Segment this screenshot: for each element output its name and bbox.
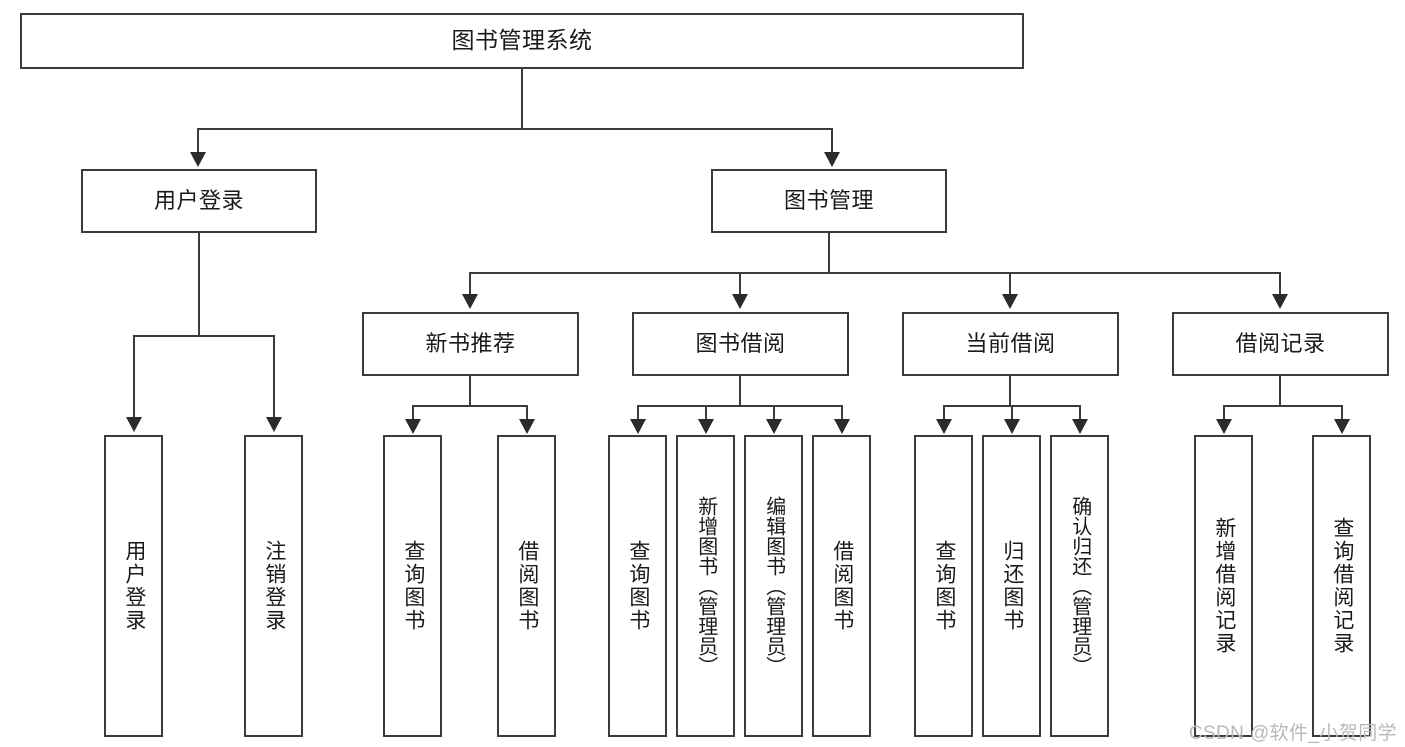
leaf-confirm-return-admin[interactable]: 确认归还（管理员）	[1050, 435, 1109, 737]
arrow-g1-to-leaf-2	[766, 419, 782, 434]
node-label: 编辑图书（管理员）	[762, 496, 785, 676]
node-book-borrow[interactable]: 图书借阅	[632, 312, 849, 376]
node-label: 新增借阅记录	[1212, 517, 1236, 655]
node-root-system[interactable]: 图书管理系统	[20, 13, 1024, 69]
arrow-g1-to-leaf-3	[834, 419, 850, 434]
connector-g1-to-leaf-3	[841, 405, 843, 421]
arrow-g0-to-leaf-0	[405, 419, 421, 434]
arrow-user-to-leaf-0	[126, 417, 142, 432]
node-new-book-recommend[interactable]: 新书推荐	[362, 312, 579, 376]
connector-book-bar	[469, 272, 1281, 274]
node-label: 查询图书	[401, 540, 425, 632]
node-label: 查询图书	[626, 540, 650, 632]
connector-g0-to-leaf-0	[412, 405, 414, 421]
arrow-g3-to-leaf-1	[1334, 419, 1350, 434]
node-label: 图书管理系统	[451, 27, 593, 54]
arrow-root-to-user	[190, 152, 206, 167]
leaf-add-borrow-record[interactable]: 新增借阅记录	[1194, 435, 1253, 737]
arrow-book-to-g0	[462, 294, 478, 309]
leaf-user-logout[interactable]: 注销登录	[244, 435, 303, 737]
leaf-query-borrow-record[interactable]: 查询借阅记录	[1312, 435, 1371, 737]
node-label: 图书借阅	[695, 331, 786, 357]
node-user-login[interactable]: 用户登录	[81, 169, 317, 233]
connector-g2-to-leaf-1	[1011, 405, 1013, 421]
connector-g3-to-leaf-0	[1223, 405, 1225, 421]
arrow-book-to-g2	[1002, 294, 1018, 309]
connector-user-stem	[198, 233, 200, 335]
connector-root-bar	[197, 128, 833, 130]
arrow-g0-to-leaf-1	[519, 419, 535, 434]
connector-g3-bar	[1223, 405, 1341, 407]
connector-user-to-leaf-1	[273, 335, 275, 419]
leaf-borrow-book-newbook[interactable]: 借阅图书	[497, 435, 556, 737]
connector-g0-bar	[412, 405, 526, 407]
arrow-book-to-g1	[732, 294, 748, 309]
arrow-g2-to-leaf-2	[1072, 419, 1088, 434]
connector-root-stem	[521, 69, 523, 128]
connector-book-stem	[828, 233, 830, 272]
leaf-edit-book-admin[interactable]: 编辑图书（管理员）	[744, 435, 803, 737]
connector-book-to-g3	[1279, 272, 1281, 296]
node-label: 确认归还（管理员）	[1068, 496, 1091, 676]
connector-g0-stem	[469, 376, 471, 405]
node-label: 查询借阅记录	[1330, 517, 1354, 655]
arrow-g3-to-leaf-0	[1216, 419, 1232, 434]
node-label: 新书推荐	[425, 331, 516, 357]
leaf-query-book-current[interactable]: 查询图书	[914, 435, 973, 737]
connector-g1-stem	[739, 376, 741, 405]
leaf-borrow-book[interactable]: 借阅图书	[812, 435, 871, 737]
leaf-user-login[interactable]: 用户登录	[104, 435, 163, 737]
connector-g3-to-leaf-1	[1341, 405, 1343, 421]
node-label: 借阅图书	[830, 540, 854, 632]
arrow-book-to-g3	[1272, 294, 1288, 309]
node-book-management[interactable]: 图书管理	[711, 169, 947, 233]
leaf-query-book-newbook[interactable]: 查询图书	[383, 435, 442, 737]
node-label: 图书管理	[783, 188, 874, 214]
arrow-root-to-book	[824, 152, 840, 167]
arrow-g2-to-leaf-0	[936, 419, 952, 434]
node-label: 借阅图书	[515, 540, 539, 632]
leaf-query-book-borrow[interactable]: 查询图书	[608, 435, 667, 737]
connector-book-to-g0	[469, 272, 471, 296]
node-label: 用户登录	[122, 540, 146, 632]
node-label: 新增图书（管理员）	[694, 496, 717, 676]
connector-g1-bar	[637, 405, 842, 407]
connector-g0-to-leaf-1	[526, 405, 528, 421]
connector-g2-to-leaf-0	[943, 405, 945, 421]
arrow-g2-to-leaf-1	[1004, 419, 1020, 434]
connector-g3-stem	[1279, 376, 1281, 405]
node-label: 归还图书	[1000, 540, 1024, 632]
arrow-g1-to-leaf-1	[698, 419, 714, 434]
arrow-g1-to-leaf-0	[630, 419, 646, 434]
connector-g1-to-leaf-1	[705, 405, 707, 421]
leaf-return-book[interactable]: 归还图书	[982, 435, 1041, 737]
connector-user-bar	[133, 335, 275, 337]
connector-user-to-leaf-0	[133, 335, 135, 419]
node-label: 用户登录	[153, 188, 244, 214]
node-label: 注销登录	[262, 540, 286, 632]
connector-g2-stem	[1009, 376, 1011, 405]
node-label: 当前借阅	[965, 331, 1056, 357]
leaf-add-book-admin[interactable]: 新增图书（管理员）	[676, 435, 735, 737]
connector-g2-to-leaf-2	[1079, 405, 1081, 421]
connector-root-to-book	[831, 128, 833, 154]
node-label: 借阅记录	[1235, 331, 1326, 357]
node-label: 查询图书	[932, 540, 956, 632]
node-current-borrow[interactable]: 当前借阅	[902, 312, 1119, 376]
csdn-watermark: CSDN @软件_小贺同学	[1188, 723, 1397, 744]
connector-book-to-g1	[739, 272, 741, 296]
connector-g1-to-leaf-2	[773, 405, 775, 421]
connector-root-to-user	[197, 128, 199, 154]
connector-g1-to-leaf-0	[637, 405, 639, 421]
arrow-user-to-leaf-1	[266, 417, 282, 432]
connector-book-to-g2	[1009, 272, 1011, 296]
node-borrow-record[interactable]: 借阅记录	[1172, 312, 1389, 376]
